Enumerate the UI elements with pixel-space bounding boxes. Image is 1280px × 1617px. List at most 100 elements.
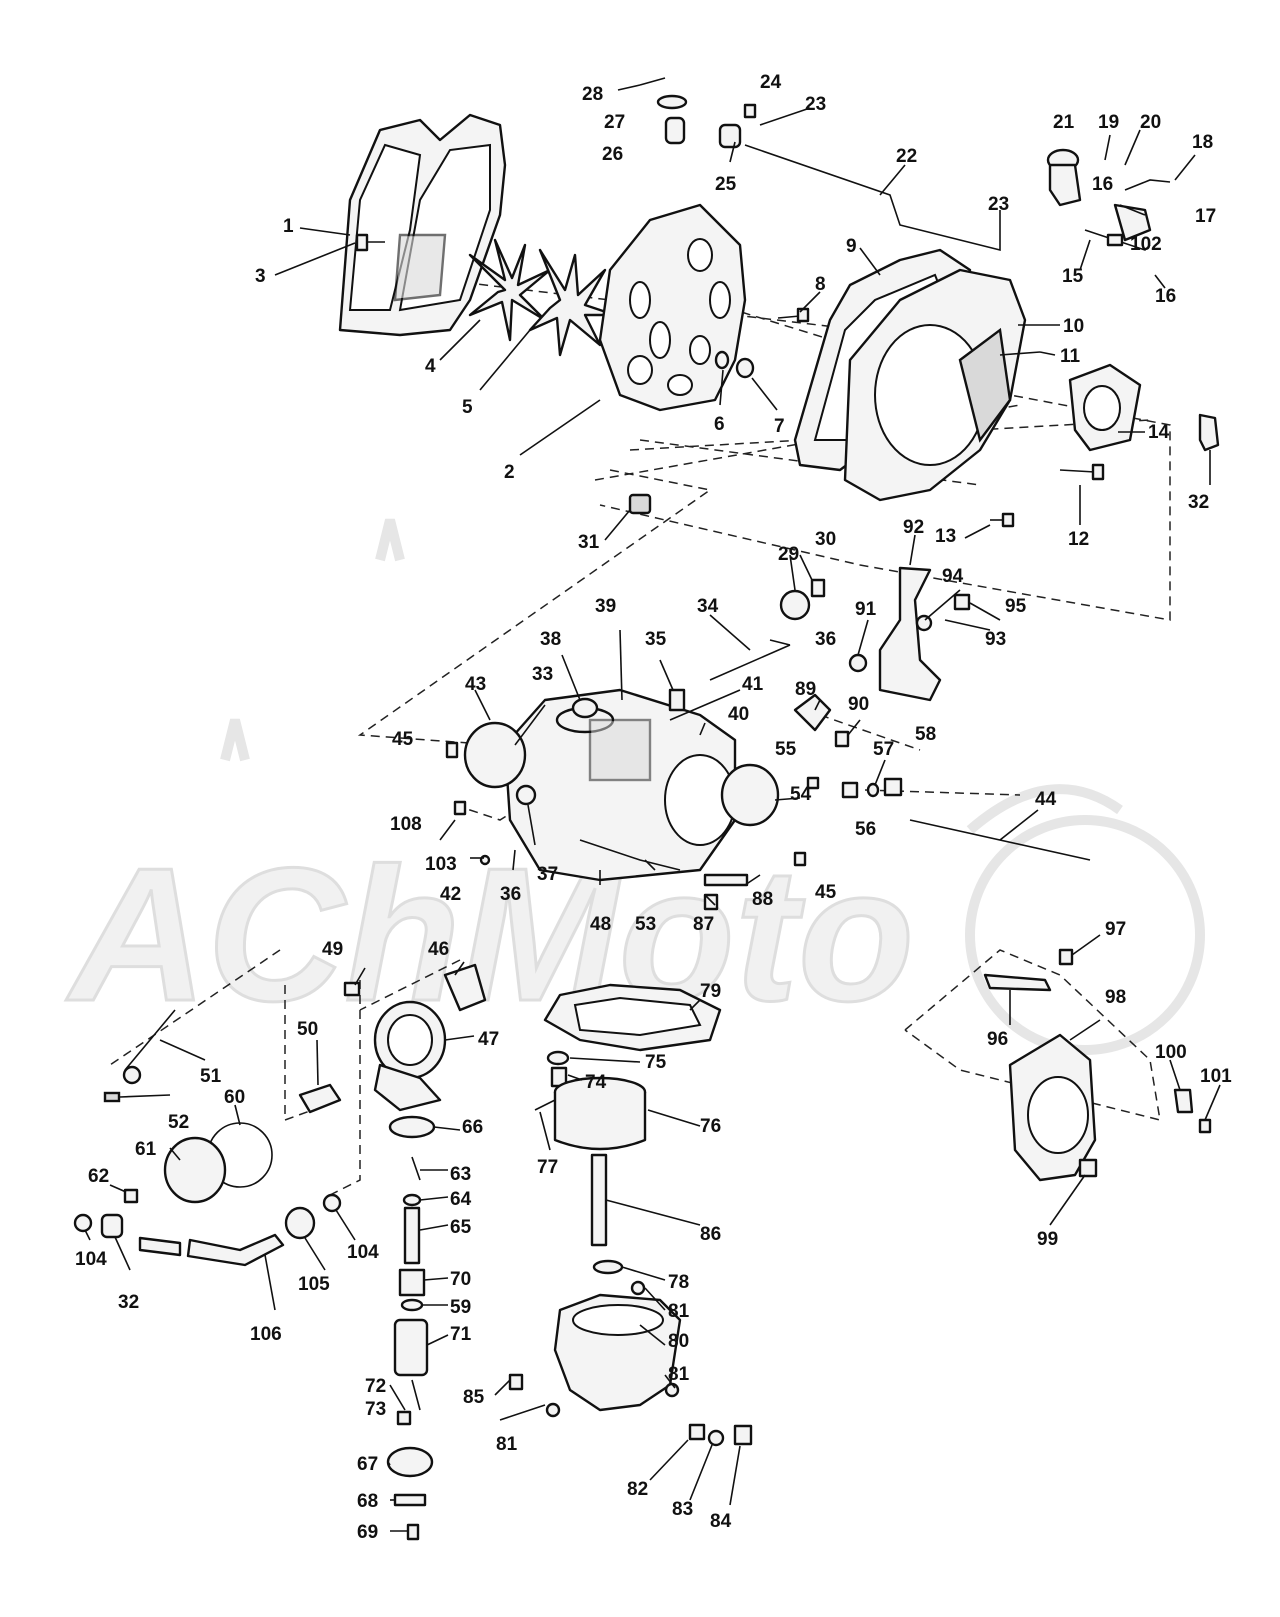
callout-35: 35 — [645, 629, 667, 650]
cover-part-61 — [163, 1136, 227, 1204]
callout-10: 10 — [1063, 316, 1084, 337]
gasket-part-66 — [388, 1115, 436, 1139]
callout-39: 39 — [595, 596, 616, 617]
callout-55: 55 — [775, 739, 797, 760]
gasket-part-14 — [1068, 363, 1142, 452]
callout-41: 41 — [742, 674, 764, 695]
pin-part-77 — [534, 1099, 556, 1111]
callout-66: 66 — [462, 1117, 483, 1138]
carburetor-body-part-33 — [503, 688, 737, 882]
callout-65: 65 — [450, 1217, 472, 1238]
cap-part-38 — [571, 697, 599, 719]
callout-15: 15 — [1062, 266, 1084, 287]
callout-86: 86 — [700, 1224, 721, 1245]
stud-part-11 — [999, 351, 1041, 356]
callout-16-upper: 16 — [1092, 174, 1113, 195]
screw-part-95 — [953, 593, 971, 611]
screw-part-49 — [343, 981, 361, 997]
callout-32-upper: 32 — [1188, 492, 1209, 513]
callout-38: 38 — [540, 629, 561, 650]
callout-36-upper: 36 — [815, 629, 836, 650]
callout-12: 12 — [1068, 529, 1089, 550]
callout-82: 82 — [627, 1479, 648, 1500]
washer-part-6 — [714, 350, 730, 370]
plug-part-81-a — [630, 1280, 646, 1296]
callout-71: 71 — [450, 1324, 472, 1345]
callout-105: 105 — [298, 1274, 330, 1295]
callout-45-upper: 45 — [392, 729, 414, 750]
choke-housing-part-47 — [373, 1000, 447, 1112]
disc-part-54 — [720, 763, 780, 827]
callout-46: 46 — [428, 939, 449, 960]
washer-part-78 — [592, 1259, 624, 1275]
callout-99: 99 — [1037, 1229, 1058, 1250]
screw-part-97 — [1058, 948, 1074, 966]
plug-part-55 — [806, 776, 820, 790]
callout-102: 102 — [1130, 234, 1162, 255]
knob-part-21 — [1046, 148, 1082, 207]
washer-part-37 — [515, 784, 537, 806]
callout-21: 21 — [1053, 112, 1075, 133]
callout-18: 18 — [1192, 132, 1213, 153]
choke-shaft-part-51 — [122, 1009, 176, 1085]
callout-69: 69 — [357, 1522, 378, 1543]
jet-part-56 — [841, 781, 859, 799]
callout-88: 88 — [752, 889, 773, 910]
callout-106: 106 — [250, 1324, 282, 1345]
callout-13: 13 — [935, 526, 956, 547]
throttle-shaft-part-34 — [709, 644, 791, 681]
bracket-part-92 — [878, 566, 942, 702]
cap-part-104-left — [73, 1213, 93, 1233]
clip-part-100 — [1173, 1088, 1194, 1114]
float-bowl-part-80 — [553, 1293, 682, 1412]
float-part-76 — [553, 1076, 647, 1151]
callout-94: 94 — [942, 566, 964, 587]
callout-89: 89 — [795, 679, 816, 700]
callout-37: 37 — [537, 864, 558, 885]
callout-73: 73 — [365, 1399, 386, 1420]
nut-part-7 — [735, 357, 755, 379]
callout-40: 40 — [728, 704, 749, 725]
fitting-part-32 — [100, 1213, 124, 1239]
spring-part-70 — [398, 1268, 426, 1297]
reed-valve-part-4 — [468, 238, 552, 342]
plate-part-88 — [703, 873, 749, 887]
plug-part-84 — [733, 1424, 753, 1446]
screw-part-62 — [123, 1188, 139, 1204]
fuel-hose-part-106 — [138, 1233, 285, 1267]
callout-36-lower: 36 — [500, 884, 521, 905]
fitting-part-105 — [284, 1206, 316, 1240]
callout-58: 58 — [915, 724, 936, 745]
callout-50: 50 — [297, 1019, 318, 1040]
callout-7: 7 — [774, 416, 785, 437]
gasket-part-67 — [386, 1446, 434, 1478]
callout-74: 74 — [585, 1072, 607, 1093]
reed-petals-part-5 — [528, 248, 617, 357]
cover-part-98 — [1008, 1033, 1097, 1182]
callout-97: 97 — [1105, 919, 1126, 940]
reed-plate-part-2 — [598, 203, 747, 412]
callout-45-lower: 45 — [815, 882, 837, 903]
callout-4: 4 — [425, 356, 436, 377]
bushing-part-26 — [664, 116, 686, 145]
callout-26: 26 — [602, 144, 623, 165]
callout-100: 100 — [1155, 1042, 1187, 1063]
callout-78: 78 — [668, 1272, 689, 1293]
link-part-25 — [718, 123, 742, 149]
callout-11: 11 — [1060, 346, 1081, 367]
callout-67: 67 — [357, 1454, 378, 1475]
callout-62: 62 — [88, 1166, 109, 1187]
callout-3: 3 — [255, 266, 266, 287]
callout-6: 6 — [714, 414, 725, 435]
plug-part-58 — [883, 777, 903, 797]
linkage-rod-part-22 — [744, 144, 1001, 252]
washer-part-57 — [866, 782, 880, 798]
nozzle-part-86 — [590, 1153, 608, 1247]
callout-48: 48 — [590, 914, 611, 935]
screw-part-45-upper — [445, 741, 459, 759]
watermark-text: AChMoto — [66, 829, 914, 1041]
callout-23-upper: 23 — [805, 94, 826, 115]
callout-81-c: 81 — [496, 1434, 518, 1455]
spring-part-35 — [668, 688, 686, 712]
clip-part-31 — [628, 493, 652, 515]
